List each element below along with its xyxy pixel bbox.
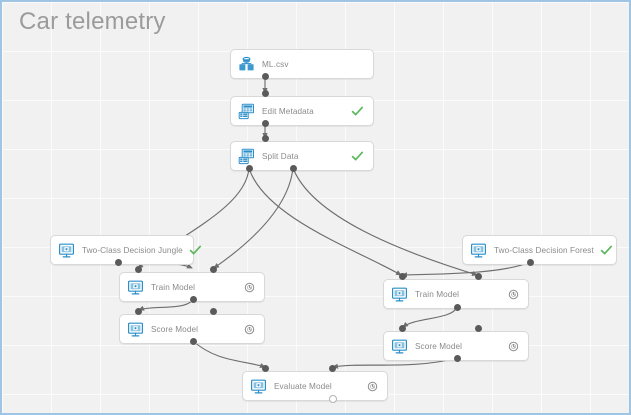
status-clock-icon: [244, 324, 255, 335]
module-label: Score Model: [151, 324, 199, 334]
port-score-left-in2[interactable]: [209, 307, 217, 315]
transform-icon: [238, 148, 254, 164]
status-check-icon: [600, 244, 613, 257]
status-check-icon: [351, 150, 364, 163]
module-node-split-data[interactable]: Split Data: [230, 141, 374, 171]
port-train-left-in1[interactable]: [134, 265, 142, 273]
port-score-left-in1[interactable]: [134, 307, 142, 315]
port-edit-metadata-in[interactable]: [261, 89, 269, 97]
port-train-left-out[interactable]: [189, 295, 197, 303]
connection-edge[interactable]: [248, 167, 402, 276]
module-node-evaluate[interactable]: Evaluate Model: [242, 371, 388, 401]
module-node-edit-metadata[interactable]: Edit Metadata: [230, 96, 374, 126]
port-train-right-in2[interactable]: [474, 272, 482, 280]
page-title: Car telemetry: [19, 8, 166, 35]
connection-edge[interactable]: [192, 340, 266, 369]
model-icon: [128, 322, 144, 336]
port-evaluate-in2[interactable]: [328, 364, 336, 372]
port-evaluate-in1[interactable]: [261, 364, 269, 372]
port-score-right-out[interactable]: [453, 354, 461, 362]
module-label: Two-Class Decision Jungle: [82, 245, 183, 255]
port-score-right-in1[interactable]: [398, 324, 406, 332]
port-edit-metadata-out[interactable]: [261, 119, 269, 127]
module-label: Two-Class Decision Forest: [494, 245, 594, 255]
module-node-score-right[interactable]: Score Model: [383, 331, 529, 361]
port-split-data-in[interactable]: [261, 134, 269, 142]
module-label: Edit Metadata: [262, 106, 314, 116]
module-node-forest[interactable]: Two-Class Decision Forest: [462, 235, 617, 265]
transform-icon: [238, 103, 254, 119]
model-icon: [392, 339, 408, 353]
module-node-jungle[interactable]: Two-Class Decision Jungle: [50, 235, 201, 265]
port-score-left-out[interactable]: [189, 337, 197, 345]
connection-edge[interactable]: [402, 306, 458, 328]
module-node-ml-csv[interactable]: ML.csv: [230, 49, 374, 79]
model-icon: [471, 243, 487, 257]
model-icon: [59, 243, 75, 257]
port-split-data-out2[interactable]: [289, 164, 297, 172]
model-icon: [392, 287, 408, 301]
port-ml-csv-out[interactable]: [261, 72, 269, 80]
model-icon: [128, 280, 144, 294]
port-jungle-out[interactable]: [114, 258, 122, 266]
module-label: Train Model: [415, 289, 460, 299]
module-label: Split Data: [262, 151, 299, 161]
module-label: Score Model: [415, 341, 463, 351]
status-clock-icon: [508, 289, 519, 300]
module-label: Evaluate Model: [274, 381, 332, 391]
status-clock-icon: [244, 282, 255, 293]
dataset-icon: [239, 56, 254, 70]
connection-edge[interactable]: [292, 167, 478, 277]
port-train-right-out[interactable]: [453, 303, 461, 311]
port-forest-out[interactable]: [526, 258, 534, 266]
port-train-left-in2[interactable]: [209, 265, 217, 273]
port-evaluate-out[interactable]: [329, 395, 337, 403]
status-check-icon: [189, 244, 202, 257]
port-score-right-in2[interactable]: [474, 324, 482, 332]
status-clock-icon: [508, 341, 519, 352]
port-train-right-in1[interactable]: [398, 272, 406, 280]
port-split-data-out1[interactable]: [245, 164, 253, 172]
model-icon: [251, 379, 267, 393]
module-label: Train Model: [151, 282, 196, 292]
status-clock-icon: [367, 381, 378, 392]
status-check-icon: [351, 105, 364, 118]
connection-edge[interactable]: [213, 167, 294, 269]
module-label: ML.csv: [262, 59, 289, 69]
